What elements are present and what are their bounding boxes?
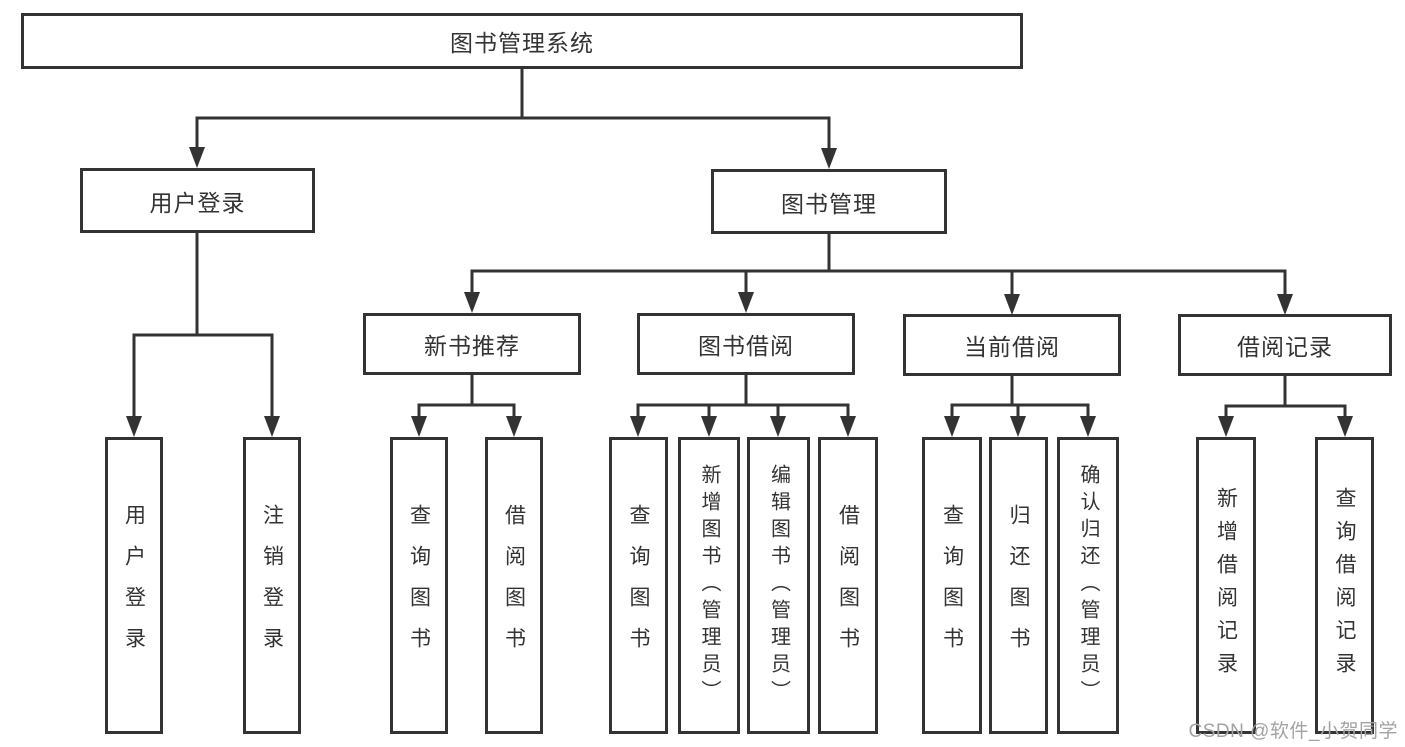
- leaf-query-borrow-record-label: 查询借阅记录: [1333, 486, 1356, 685]
- leaf-edit-book-admin-label: 编辑图书（管理员）: [767, 464, 790, 707]
- leaf-logout: 注销登录: [243, 437, 301, 734]
- leaf-borrow-book-recommend-label: 借阅图书: [502, 503, 526, 668]
- node-book-management: 图书管理: [711, 169, 947, 234]
- leaf-return-book: 归还图书: [989, 437, 1048, 734]
- node-book-management-label: 图书管理: [781, 190, 877, 217]
- node-user-login: 用户登录: [80, 168, 315, 233]
- leaf-query-book-borrow: 查询图书: [609, 437, 668, 734]
- leaf-confirm-return-admin-label: 确认归还（管理员）: [1077, 464, 1099, 707]
- leaf-add-borrow-record: 新增借阅记录: [1196, 437, 1256, 734]
- leaf-borrow-book-recommend: 借阅图书: [485, 437, 543, 734]
- node-library-system-label: 图书管理系统: [450, 30, 594, 56]
- leaf-add-book-admin: 新增图书（管理员）: [678, 437, 740, 734]
- leaf-query-book-recommend: 查询图书: [390, 437, 448, 734]
- node-new-book-recommend: 新书推荐: [363, 313, 581, 375]
- leaf-borrow-book: 借阅图书: [818, 437, 878, 734]
- leaf-query-borrow-record: 查询借阅记录: [1315, 437, 1374, 734]
- node-current-borrow: 当前借阅: [903, 314, 1121, 376]
- leaf-edit-book-admin: 编辑图书（管理员）: [747, 437, 810, 734]
- leaf-user-login: 用户登录: [105, 437, 163, 734]
- leaf-user-login-label: 用户登录: [122, 503, 146, 668]
- leaf-add-book-admin-label: 新增图书（管理员）: [698, 464, 720, 707]
- node-new-book-recommend-label: 新书推荐: [424, 333, 520, 359]
- leaf-query-book-borrow-label: 查询图书: [627, 503, 650, 668]
- leaf-confirm-return-admin: 确认归还（管理员）: [1057, 437, 1119, 734]
- leaf-add-borrow-record-label: 新增借阅记录: [1214, 486, 1238, 685]
- node-user-login-label: 用户登录: [149, 189, 246, 216]
- leaf-return-book-label: 归还图书: [1007, 503, 1030, 668]
- node-book-borrow: 图书借阅: [637, 313, 855, 375]
- node-borrow-records-label: 借阅记录: [1237, 334, 1333, 360]
- node-book-borrow-label: 图书借阅: [698, 333, 794, 359]
- leaf-logout-label: 注销登录: [260, 503, 284, 668]
- leaf-query-book-current-label: 查询图书: [940, 503, 964, 668]
- leaf-query-book-current: 查询图书: [922, 437, 982, 734]
- csdn-watermark: CSDN @软件_小贺同学: [1188, 721, 1398, 742]
- leaf-borrow-book-label: 借阅图书: [836, 503, 860, 668]
- node-borrow-records: 借阅记录: [1178, 314, 1392, 376]
- node-current-borrow-label: 当前借阅: [964, 334, 1060, 360]
- leaf-query-book-recommend-label: 查询图书: [407, 503, 431, 668]
- node-library-system: 图书管理系统: [21, 13, 1023, 69]
